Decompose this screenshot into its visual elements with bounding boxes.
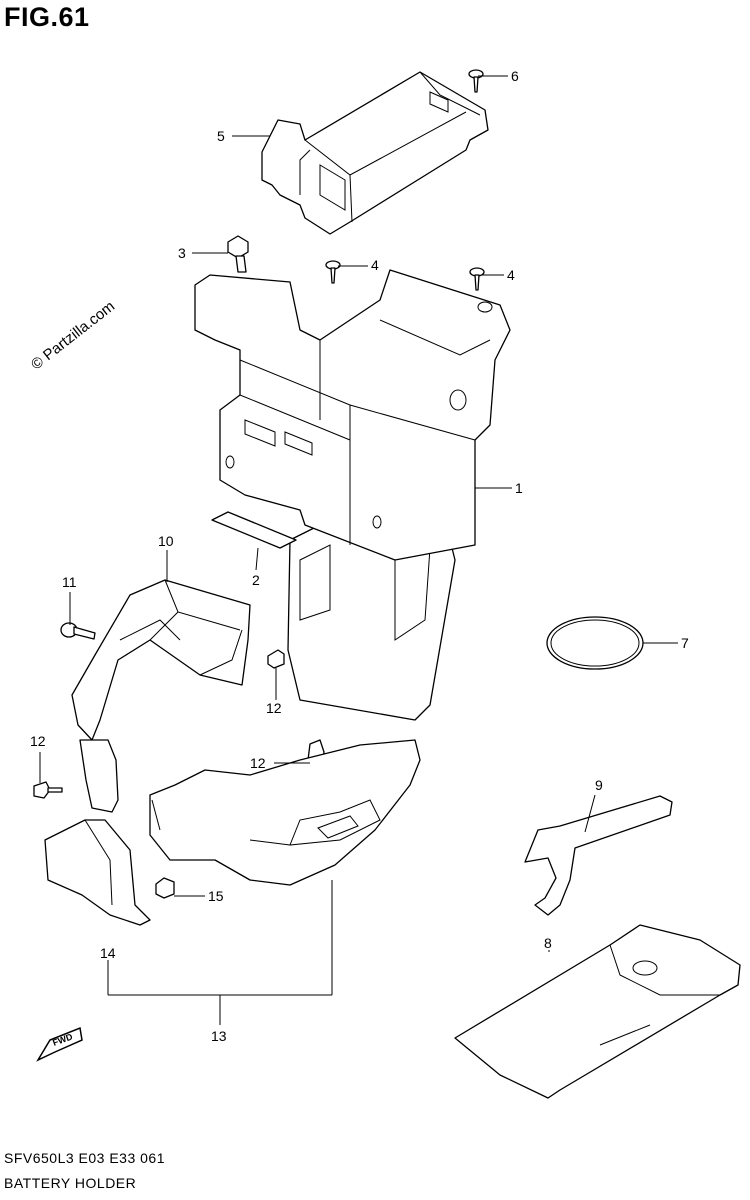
callout-10: 10	[158, 533, 174, 549]
part-4-screw-b[interactable]	[469, 267, 485, 291]
part-10-cover[interactable]	[71, 579, 251, 741]
part-12-grommet-b[interactable]	[33, 781, 63, 799]
callout-6: 6	[511, 68, 519, 84]
part-1-battery-holder[interactable]	[194, 269, 511, 721]
callouts: 5 6 3 4 4 1 2 7 9 8 10 11 12 12 12 15 14…	[30, 68, 689, 1044]
part-5-bracket[interactable]	[261, 71, 489, 235]
part-3-bolt[interactable]	[227, 235, 249, 273]
callout-8: 8	[544, 935, 552, 951]
figure-title: FIG.61	[4, 2, 90, 32]
leader-lines	[39, 75, 678, 1025]
callout-12c: 12	[250, 755, 266, 771]
part-12-grommet-a[interactable]	[267, 649, 285, 669]
part-15-bolt[interactable]	[155, 877, 175, 899]
callout-5: 5	[217, 128, 225, 144]
part-13-undertray[interactable]	[149, 739, 421, 886]
callout-1: 1	[515, 480, 523, 496]
part-11-bolt[interactable]	[60, 622, 96, 640]
diagram-name: BATTERY HOLDER	[4, 1175, 137, 1191]
callout-9: 9	[595, 777, 603, 793]
callout-12b: 12	[30, 733, 46, 749]
callout-11: 11	[62, 574, 77, 590]
part-9-wrench[interactable]	[524, 795, 673, 916]
callout-2: 2	[252, 572, 260, 588]
callout-12a: 12	[266, 700, 282, 716]
part-14-panel[interactable]	[44, 739, 151, 926]
callout-4b: 4	[507, 267, 515, 283]
callout-4a: 4	[371, 257, 379, 273]
fwd-arrow-icon: FWD	[36, 1026, 83, 1062]
callout-15: 15	[208, 888, 224, 904]
part-4-screw-a[interactable]	[325, 260, 341, 284]
part-6-screw[interactable]	[468, 69, 484, 93]
callout-3: 3	[178, 245, 186, 261]
callout-13: 13	[211, 1028, 227, 1044]
part-7-band[interactable]	[546, 616, 644, 670]
callout-14: 14	[100, 945, 116, 961]
diagram-code: SFV650L3 E03 E33 061	[4, 1150, 166, 1166]
callout-7: 7	[681, 635, 689, 651]
part-2-pad[interactable]	[211, 511, 297, 549]
part-8-tool-bag[interactable]	[454, 924, 741, 1099]
